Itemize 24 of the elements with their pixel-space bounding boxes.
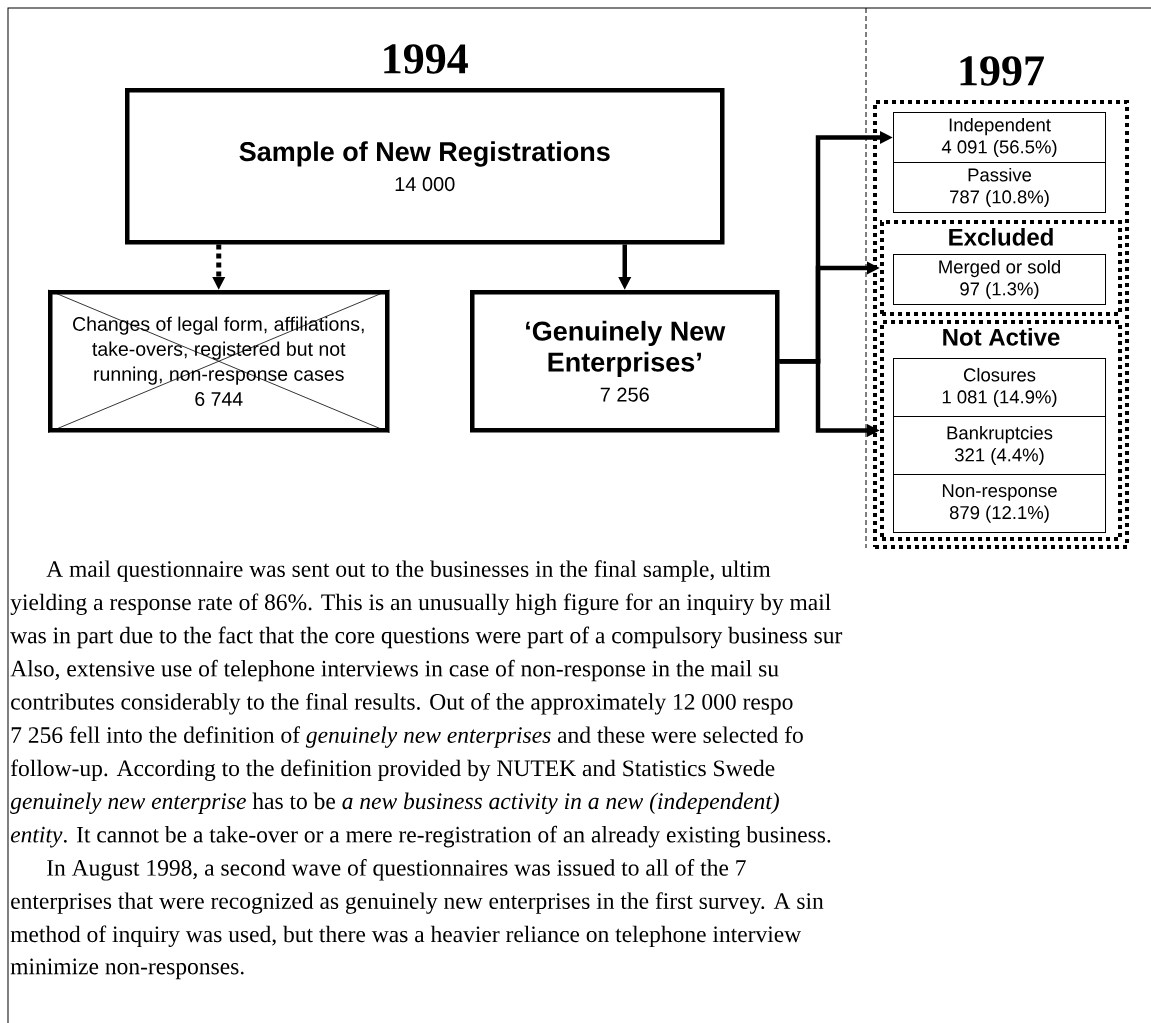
- text-line: Also, extensive use of telephone interviews in case of non-response in the mail su: [10, 659, 779, 682]
- text-line: yielding a response rate of 86%. This is an unusually high figure for an inquiry by mail: [10, 593, 831, 615]
- category-cell: Non-response 879 (12.1%): [893, 474, 1106, 533]
- category-cell: Bankruptcies 321 (4.4%): [893, 416, 1106, 475]
- process-box: ‘Genuinely New Enterprises’ 7 256: [470, 290, 780, 433]
- year-heading: 1997: [960, 56, 1044, 86]
- text-line: was in part due to the fact that the core questions were part of a compulsory business sur: [10, 626, 843, 649]
- category-cell: Passive 787 (10.8%): [893, 162, 1106, 213]
- category-cell: Closures 1 081 (14.9%): [893, 358, 1106, 417]
- text-line: follow-up. According to the definition provided by NUTEK and Statistics Swede: [10, 759, 775, 781]
- text-line: entity. It cannot be a take-over or a mere re-registration of an already existing business.: [10, 825, 831, 848]
- text-line: 7 256 fell into the definition of genuinely new enterprises and these were selected fo: [11, 726, 803, 748]
- text-line: A mail questionnaire was sent out to the businesses in the final sample, ultim: [46, 560, 771, 582]
- text-line: In August 1998, a second wave of questionnaires was issued to all of the 7: [47, 859, 746, 881]
- category-cell: Merged or sold 97 (1.3%): [893, 254, 1106, 305]
- text-line: enterprises that were recognized as genuinely new enterprises in the first survey. A sin: [11, 892, 824, 914]
- text-line: minimize non-responses.: [10, 958, 244, 980]
- text-line: genuinely new enterprise has to be a new business activity in a new (independent): [10, 792, 779, 814]
- category-cell: Independent 4 091 (56.5%): [893, 112, 1106, 163]
- dotted-frame: [873, 100, 1129, 549]
- process-box: Sample of New Registrations 14 000: [125, 88, 725, 245]
- year-heading: 1994: [384, 44, 468, 74]
- text-line: method of inquiry was used, but there was a heavier reliance on telephone interview: [10, 925, 802, 947]
- text-line: contributes considerably to the final results. Out of the approximately 12 000 respo: [11, 693, 793, 715]
